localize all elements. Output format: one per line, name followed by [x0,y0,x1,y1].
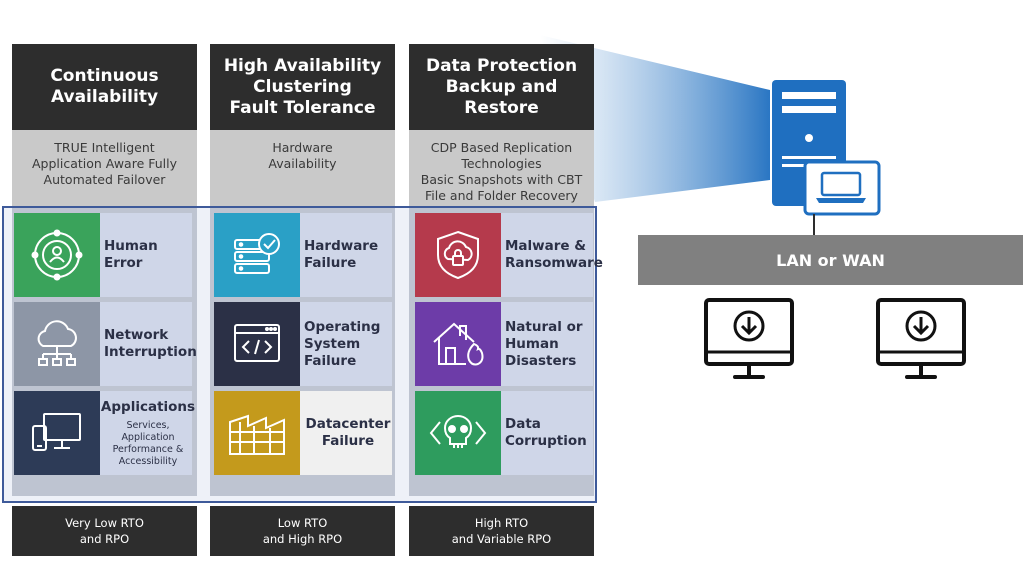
card-natural-disasters: Natural or Human Disasters [415,302,593,386]
column-1-description: TRUE Intelligent Application Aware Fully… [12,130,197,208]
card-label: Malware & Ransomware [505,238,603,271]
column-3-title: Data Protection Backup and Restore [409,44,594,130]
card-label: Network Interruption [104,327,197,360]
cloud-lock-icon [415,213,501,297]
card-label: Applications [100,398,196,415]
column-1-footer: Very Low RTO and RPO [12,506,197,556]
card-label: Hardware Failure [304,238,379,271]
card-label: Natural or Human Disasters [505,318,583,369]
skull-code-icon [415,391,501,475]
monitor-download-icon [704,298,794,379]
human-error-icon [14,213,100,297]
column-3-description: CDP Based Replication Technologies Basic… [409,130,594,208]
cloud-network-icon [14,302,100,386]
card-malware-ransomware: Malware & Ransomware [415,213,603,297]
card-label: Data Corruption [505,416,587,449]
card-label: Operating System Failure [304,318,381,369]
column-2-description: Hardware Availability [210,130,395,208]
code-window-icon [214,302,300,386]
card-label-group: Applications Services, Application Perfo… [100,391,196,475]
laptop-icon [803,160,881,216]
server-link-line [813,214,815,236]
card-sublabel: Services, Application Performance & Acce… [112,419,184,467]
card-os-failure: Operating System Failure [214,302,392,386]
card-network-interruption: Network Interruption [14,302,197,386]
lan-wan-bar: LAN or WAN [638,235,1023,285]
projection-beam [540,35,770,202]
building-icon [214,391,300,475]
column-1-title: Continuous Availability [12,44,197,130]
monitor-download-icon [876,298,966,379]
card-human-error: Human Error [14,213,192,297]
card-data-corruption: Data Corruption [415,391,593,475]
card-hardware-failure: Hardware Failure [214,213,392,297]
card-label: Human Error [104,238,158,271]
devices-icon [14,391,100,475]
house-fire-icon [415,302,501,386]
server-check-icon [214,213,300,297]
column-2-footer: Low RTO and High RPO [210,506,395,556]
card-datacenter-failure: Datacenter Failure [214,391,392,475]
card-label: Datacenter Failure [305,416,391,449]
column-3-footer: High RTO and Variable RPO [409,506,594,556]
card-applications: Applications Services, Application Perfo… [14,391,196,475]
column-2-title: High Availability Clustering Fault Toler… [210,44,395,130]
